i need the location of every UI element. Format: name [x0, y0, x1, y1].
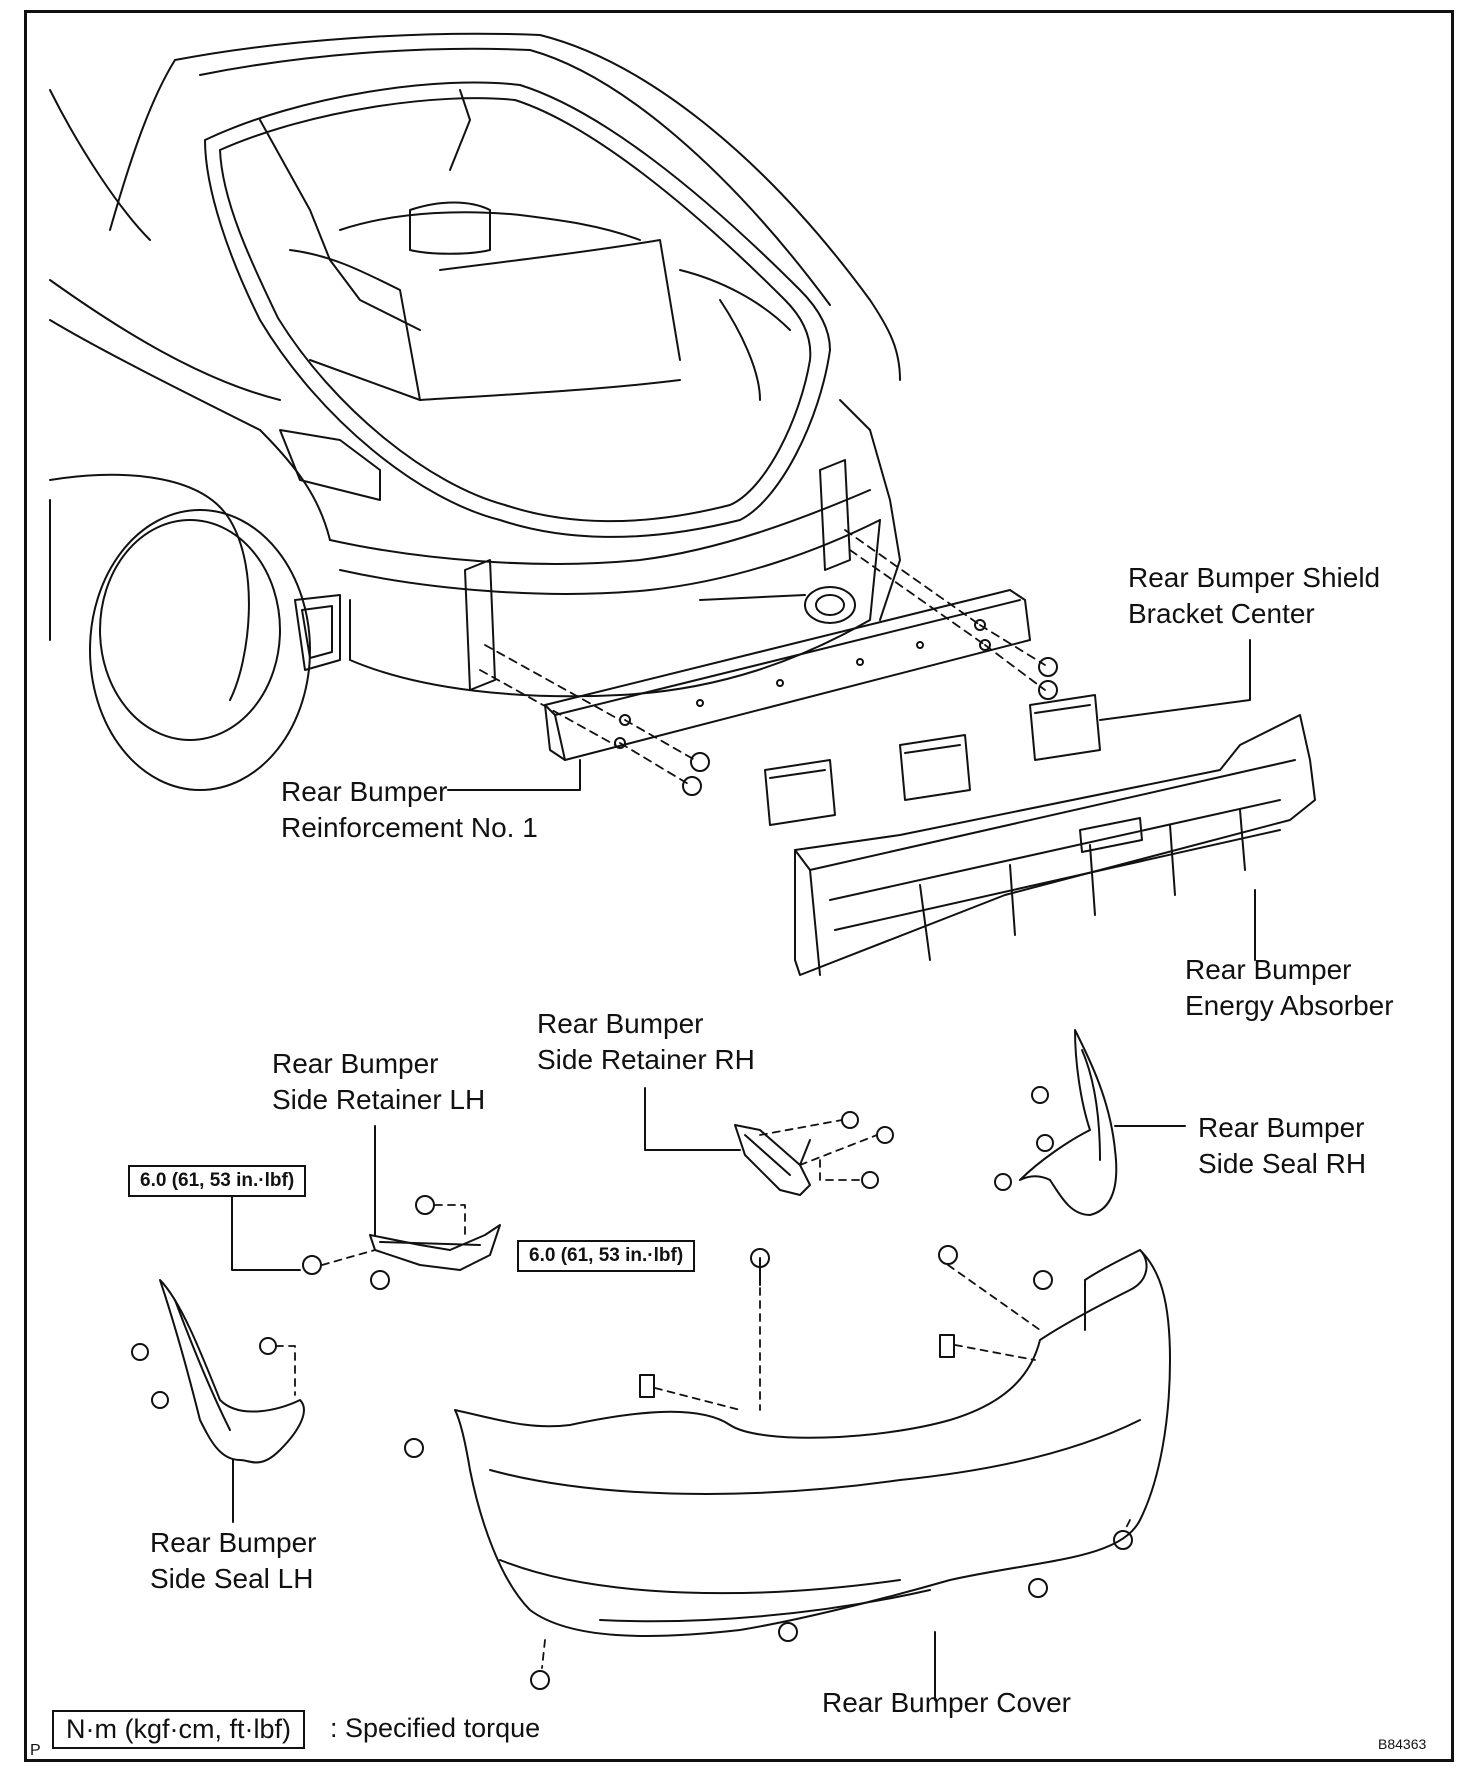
seal-rh-clips [994, 1086, 1054, 1191]
side-seal-rh-part [1019, 1029, 1118, 1216]
beam-nuts [682, 657, 1058, 796]
side-retainer-lh-part [369, 1224, 501, 1271]
side-retainer-rh-part [734, 1124, 811, 1196]
label-side-seal-lh: Rear Bumper Side Seal LH [150, 1525, 317, 1597]
vehicle-rear-body [49, 32, 901, 791]
shield-brackets [764, 694, 1101, 826]
label-retainer-lh-line2: Side Retainer LH [272, 1084, 486, 1115]
label-reinforcement: Rear Bumper Reinforcement No. 1 [281, 774, 538, 846]
label-side-seal-rh: Rear Bumper Side Seal RH [1198, 1110, 1366, 1182]
label-retainer-rh-line2: Side Retainer RH [537, 1044, 755, 1075]
label-energy-absorber-line1: Rear Bumper [1185, 954, 1352, 985]
label-retainer-lh-line1: Rear Bumper [272, 1048, 439, 1079]
label-reinforcement-line2: Reinforcement No. 1 [281, 812, 538, 843]
label-bumper-cover: Rear Bumper Cover [822, 1687, 1071, 1718]
label-side-seal-rh-line1: Rear Bumper [1198, 1112, 1365, 1143]
label-energy-absorber: Rear Bumper Energy Absorber [1185, 952, 1394, 1024]
bumper-cover-part [454, 1249, 1171, 1637]
corner-letter: P [30, 1742, 41, 1759]
torque-legend-text: : Specified torque [330, 1713, 541, 1743]
diagram-frame [24, 10, 1454, 1762]
beam-mounting-lines [479, 529, 1046, 786]
bumper-reinforcement-beam [544, 589, 1031, 761]
energy-absorber [794, 714, 1316, 976]
label-shield-bracket-line2: Bracket Center [1128, 598, 1315, 629]
torque-spec-left: 6.0 (61, 53 in.·lbf) [128, 1165, 307, 1197]
label-side-seal-rh-line2: Side Seal RH [1198, 1148, 1367, 1179]
retainer-lh-screws [302, 1195, 435, 1290]
label-shield-bracket: Rear Bumper Shield Bracket Center [1128, 560, 1380, 632]
label-side-seal-lh-line2: Side Seal LH [150, 1563, 314, 1594]
side-seal-lh-part [159, 1279, 305, 1464]
label-retainer-lh: Rear Bumper Side Retainer LH [272, 1046, 485, 1118]
bumper-cover-fasteners [404, 1245, 1133, 1690]
retainer-rh-screws [841, 1111, 894, 1189]
torque-spec-center: 6.0 (61, 53 in.·lbf) [517, 1240, 696, 1272]
label-retainer-rh: Rear Bumper Side Retainer RH [537, 1006, 755, 1078]
torque-unit-legend-box: N·m (kgf·cm, ft·lbf) [52, 1710, 305, 1749]
label-energy-absorber-line2: Energy Absorber [1185, 990, 1394, 1021]
label-retainer-rh-line1: Rear Bumper [537, 1008, 704, 1039]
label-reinforcement-line1: Rear Bumper [281, 776, 448, 807]
leader-lines [231, 639, 1256, 1701]
figure-id: B84363 [1378, 1736, 1427, 1752]
label-shield-bracket-line1: Rear Bumper Shield [1128, 562, 1381, 593]
label-side-seal-lh-line1: Rear Bumper [150, 1527, 317, 1558]
